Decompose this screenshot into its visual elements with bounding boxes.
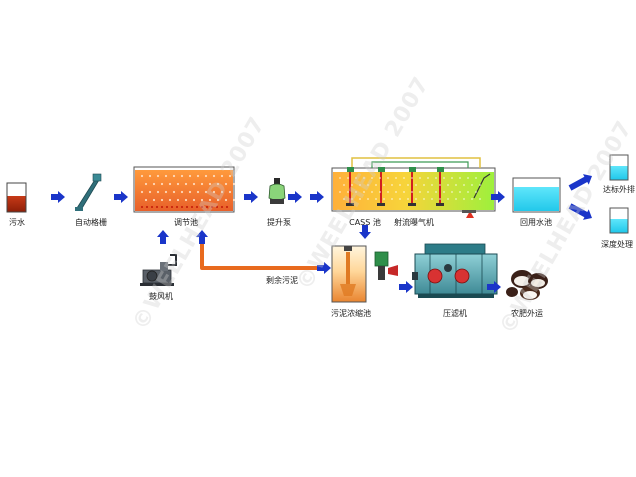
sewage-tank: [6, 182, 27, 213]
label-deep-treatment: 深度处理: [601, 240, 633, 249]
label-regulating-tank: 调节池: [174, 218, 198, 227]
flow-arrow-right: [288, 191, 302, 203]
cass-tank: [331, 157, 496, 218]
flow-arrow-right: [51, 191, 65, 203]
flow-arrow-right: [114, 191, 128, 203]
label-fertilizer: 农肥外运: [511, 309, 543, 318]
label-cass-tank: CASS 池: [349, 218, 381, 227]
sludge-thickener: [331, 245, 367, 303]
deep-treatment-tank: [609, 207, 629, 234]
filter-press: [412, 243, 498, 298]
label-discharge: 达标外排: [603, 185, 635, 194]
label-reuse-tank: 回用水池: [520, 218, 552, 227]
flow-arrow-right: [317, 262, 331, 274]
sludge-pump: [374, 251, 398, 280]
auto-screen: [75, 173, 102, 211]
regulating-tank: [133, 166, 236, 213]
label-lift-pump: 提升泵: [267, 218, 291, 227]
flow-arrow-up: [157, 230, 169, 244]
flow-arrow-right: [399, 281, 413, 293]
excess-sludge-pipe: [200, 238, 318, 270]
discharge-tank: [609, 154, 629, 181]
flow-arrow-up: [196, 230, 208, 244]
label-jet-aerator: 射流曝气机: [394, 218, 434, 227]
flow-arrow-down: [359, 225, 371, 239]
label-sewage: 污水: [9, 218, 25, 227]
fertilizer-bags: [506, 270, 548, 300]
label-excess-sludge: 剩余污泥: [266, 276, 298, 285]
flow-arrow-right: [244, 191, 258, 203]
label-sludge-thickener: 污泥浓缩池: [331, 309, 371, 318]
flow-arrow-diagonal: [568, 203, 592, 220]
label-blower: 鼓风机: [149, 292, 173, 301]
label-auto-screen: 自动格栅: [75, 218, 107, 227]
flow-arrow-right: [310, 191, 324, 203]
reuse-water-tank: [512, 177, 561, 213]
flow-arrow-diagonal: [568, 174, 592, 191]
flow-arrows: [51, 174, 592, 293]
flow-arrow-right: [487, 281, 501, 293]
blower: [140, 254, 177, 286]
flow-arrow-right: [491, 191, 505, 203]
label-filter-press: 压滤机: [443, 309, 467, 318]
lift-pump: [268, 178, 286, 204]
